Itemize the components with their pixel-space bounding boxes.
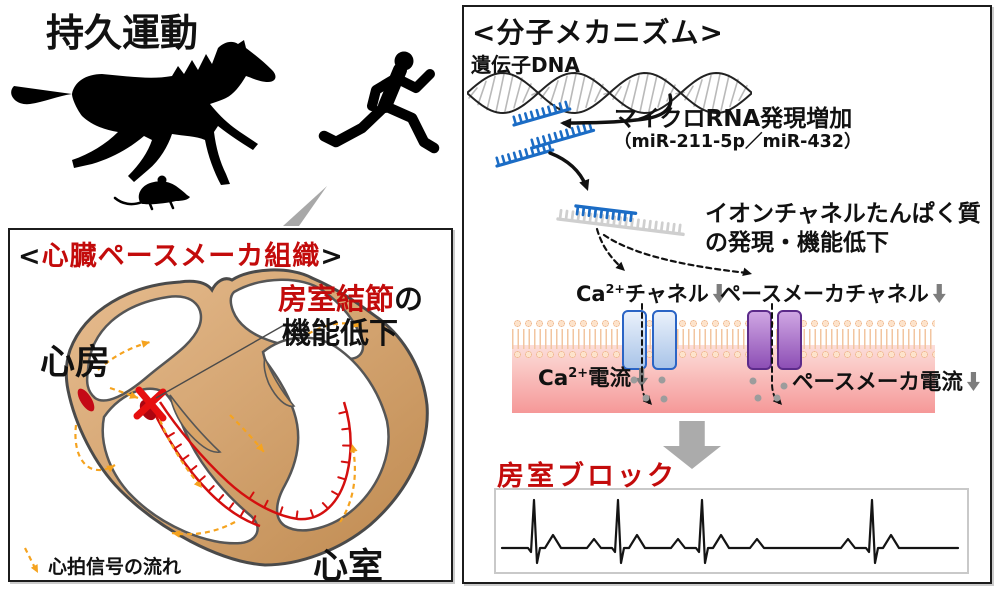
signal-arrow-septum: [158, 419, 203, 489]
pacemaker-tissue-panel: <心臓ペースメーカ組織>: [8, 228, 453, 587]
ecg-trace: [500, 498, 960, 565]
ca-channel-label: Ca2+チャネル: [576, 278, 726, 308]
pacemaker-channel-protein: [747, 310, 772, 370]
lipid-tails: [512, 329, 935, 349]
ecg-box: [494, 488, 969, 574]
conduction-bundle-right: [158, 401, 352, 521]
ion-channel-protein-label: イオンチャネルたんぱく質: [705, 201, 981, 227]
bracket-close: >: [320, 241, 344, 272]
av-block-label: 房室ブロック: [497, 461, 677, 492]
legend-arrow-icon: [24, 547, 38, 573]
av-block-x-mark: [133, 386, 167, 422]
left-panel-title-text: 心臓ペースメーカ組織: [41, 241, 321, 272]
lipid-heads-outer: [512, 318, 935, 329]
runner-silhouette: [318, 51, 440, 154]
left-panel-title: <心臓ペースメーカ組織>: [18, 234, 344, 273]
signal-arrow-atrium-loop: [74, 424, 116, 472]
ca-channel-protein: [652, 310, 677, 370]
signal-arrow-lv-bottom: [171, 521, 236, 536]
conduction-bundle-left: [150, 407, 261, 528]
down-arrow-icon: [966, 372, 980, 391]
right-panel-title: <分子メカニズム>: [472, 11, 724, 51]
callout-line: [155, 323, 287, 399]
molecular-mechanism-panel: <分子メカニズム> 遺伝子DNA マイクロRNA発現増加 （miR-211-5p…: [462, 5, 992, 584]
horse-silhouette: [11, 40, 276, 185]
right-panel-title-text: 分子メカニズム: [496, 16, 700, 49]
ca-current-label: Ca2+電流: [538, 361, 649, 392]
left-ventricle-chamber: [101, 387, 259, 545]
right-ventricle-chamber: [261, 336, 390, 532]
av-dysfunction-label: 房室結節の: [278, 276, 423, 318]
bracket-open: <: [18, 241, 42, 272]
endurance-exercise-title: 持久運動: [46, 11, 199, 55]
mouse-silhouette: [113, 175, 190, 211]
av-node-suffix: の: [394, 282, 424, 316]
down-arrow-icon: [932, 284, 946, 303]
ventricle-label: 心室: [313, 547, 384, 587]
pacemaker-current-label: ペースメーカ電流: [792, 365, 980, 396]
signal-arrow-sa-to-av: [109, 386, 139, 400]
cell-membrane: [512, 318, 935, 360]
atrium-label: 心房: [40, 343, 111, 383]
ion-channel-protein-label-line2: の発現・機能低下: [705, 230, 889, 256]
mitral-valve-flap: [169, 394, 222, 454]
tricuspid-valve-flap: [263, 355, 296, 408]
signal-arrow-into-rv: [229, 414, 265, 453]
bracket-close: >: [699, 16, 724, 49]
av-dysfunction-label-line2: 機能低下: [282, 316, 399, 350]
pacemaker-channel-label: ペースメーカチャネル: [720, 278, 946, 308]
lipid-heads-inner: [512, 349, 935, 360]
bracket-open: <: [472, 16, 497, 49]
sa-node: [77, 388, 95, 412]
pacemaker-channel-protein: [777, 310, 802, 370]
signal-flow-legend: 心拍信号の流れ: [48, 556, 182, 578]
mirna-names-label: （miR-211-5p／miR-432）: [614, 132, 862, 152]
av-node-name: 房室結節: [278, 282, 395, 316]
gene-dna-label: 遺伝子DNA: [471, 53, 580, 77]
pointer-triangle: [283, 186, 327, 226]
down-arrow-icon: [635, 368, 649, 387]
av-node: [139, 399, 157, 421]
signal-arrow-rv-wall: [339, 443, 356, 523]
